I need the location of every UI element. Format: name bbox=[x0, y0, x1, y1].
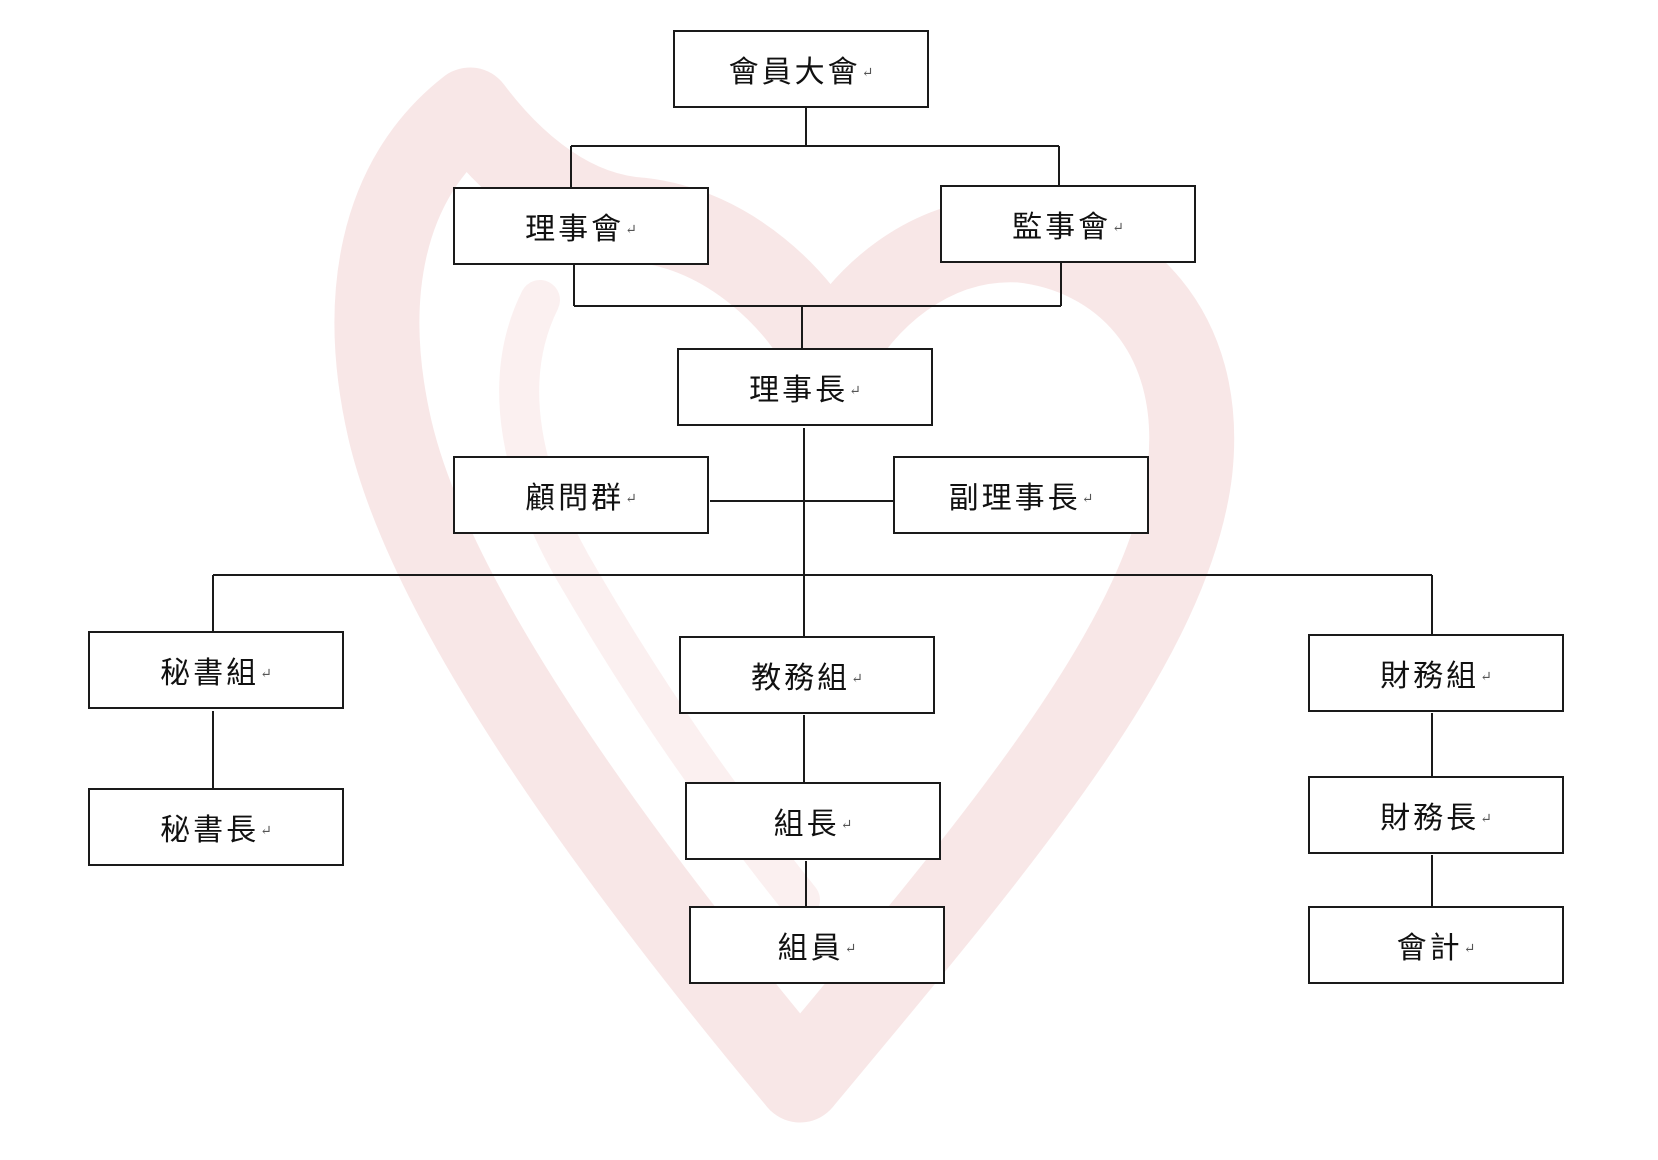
node-label: 教務組 bbox=[751, 661, 851, 696]
node-label: 秘書長 bbox=[160, 813, 260, 848]
node-label: 財務組 bbox=[1380, 659, 1480, 694]
node-label: 理事長 bbox=[749, 373, 849, 408]
paragraph-mark: ↵ bbox=[851, 671, 863, 687]
node-label: 監事會 bbox=[1012, 210, 1112, 245]
node-secretariat: 秘書組↵ bbox=[88, 631, 344, 709]
node-vice-chairman: 副理事長↵ bbox=[893, 456, 1149, 534]
paragraph-mark: ↵ bbox=[1480, 669, 1492, 685]
paragraph-mark: ↵ bbox=[260, 666, 272, 682]
node-label: 會員大會 bbox=[728, 55, 861, 90]
node-label: 財務長 bbox=[1380, 801, 1480, 836]
node-board-of-supervisors: 監事會↵ bbox=[940, 185, 1196, 263]
node-finance-director: 財務長↵ bbox=[1308, 776, 1564, 854]
paragraph-mark: ↵ bbox=[1112, 220, 1124, 236]
node-chairman: 理事長↵ bbox=[677, 348, 933, 426]
paragraph-mark: ↵ bbox=[625, 491, 637, 507]
node-academic-affairs: 教務組↵ bbox=[679, 636, 935, 714]
paragraph-mark: ↵ bbox=[1463, 941, 1476, 957]
node-label: 會計 bbox=[1396, 931, 1463, 966]
node-label: 組員 bbox=[777, 931, 844, 966]
node-label: 理事會 bbox=[525, 212, 625, 247]
node-finance: 財務組↵ bbox=[1308, 634, 1564, 712]
node-section-chief: 組長↵ bbox=[685, 782, 941, 860]
node-general-assembly: 會員大會↵ bbox=[673, 30, 929, 108]
paragraph-mark: ↵ bbox=[260, 823, 272, 839]
watermark-stroke bbox=[334, 67, 1235, 1123]
paragraph-mark: ↵ bbox=[840, 817, 853, 833]
node-label: 秘書組 bbox=[160, 656, 260, 691]
paragraph-mark: ↵ bbox=[625, 222, 637, 238]
paragraph-mark: ↵ bbox=[1480, 811, 1492, 827]
node-board-of-directors: 理事會↵ bbox=[453, 187, 709, 265]
node-accountant: 會計↵ bbox=[1308, 906, 1564, 984]
node-secretary-general: 秘書長↵ bbox=[88, 788, 344, 866]
paragraph-mark: ↵ bbox=[1081, 491, 1094, 507]
paragraph-mark: ↵ bbox=[849, 383, 861, 399]
node-label: 副理事長 bbox=[948, 481, 1081, 516]
node-advisors: 顧問群↵ bbox=[453, 456, 709, 534]
node-section-member: 組員↵ bbox=[689, 906, 945, 984]
node-label: 顧問群 bbox=[525, 481, 625, 516]
node-label: 組長 bbox=[773, 807, 840, 842]
paragraph-mark: ↵ bbox=[861, 65, 874, 81]
paragraph-mark: ↵ bbox=[844, 941, 857, 957]
